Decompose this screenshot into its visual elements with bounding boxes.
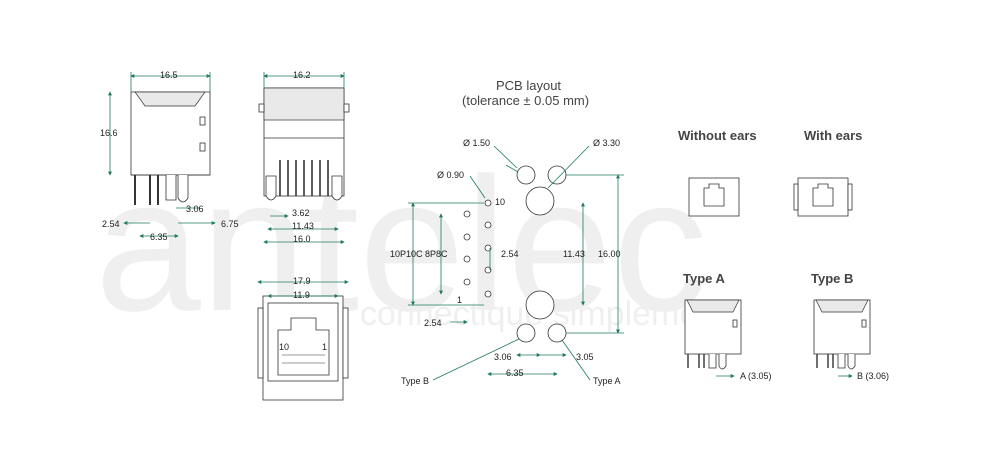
port-flange-left (257, 307, 264, 379)
dim-side-height: 16.6 (100, 128, 118, 138)
pcb-bottom-pitch: 2.54 (424, 318, 442, 328)
pcb-ear-a: 3.06 (494, 352, 512, 362)
dim-front-row: 11.43 (292, 221, 314, 231)
type-b-dim: B (3.06) (857, 371, 889, 381)
pcb-type-a: Type A (593, 376, 621, 386)
dim-side-offset: 3.06 (186, 204, 204, 214)
dim-front-total: 16.0 (293, 234, 311, 244)
dim-port-inner: 11.9 (293, 290, 310, 300)
port-contacts (282, 354, 325, 364)
pcb-height: 16.00 (598, 249, 621, 259)
variant-type-b-label: Type B (811, 271, 853, 286)
pcb-hole-mount-bottom (525, 290, 555, 320)
pcb-row: 11.43 (563, 249, 585, 259)
pcb-pin-first: 10 (495, 197, 505, 207)
variant-with-port (812, 183, 834, 207)
pcb-layout: PCB layout (tolerance ± 0.05 mm) 10 1 Ø … (390, 78, 624, 386)
pcb-hole-large-label: Ø 1.50 (463, 138, 490, 148)
pcb-pin-last: 1 (457, 295, 462, 305)
variants: Without ears With ears Type A Type B A (… (678, 128, 889, 381)
pcb-hole-ear-bl (516, 323, 536, 343)
pcb-tolerance: (tolerance ± 0.05 mm) (462, 93, 589, 108)
type-a-dim: A (3.05) (740, 371, 772, 381)
port-opening (277, 317, 330, 376)
port-pin-last: 1 (322, 342, 327, 352)
pcb-hole-ear-br (547, 323, 567, 343)
front-ear-right (343, 103, 350, 113)
pcb-hole-xl-label: Ø 3.30 (593, 138, 620, 148)
pcb-hole-ear-left (516, 165, 536, 185)
pcb-hole-small-label: Ø 0.90 (437, 170, 464, 180)
dim-side-width: 16.5 (160, 70, 178, 80)
side-view: 16.5 16.6 2.54 6.35 3.06 6.75 (100, 70, 239, 242)
dim-port-outer: 17.9 (293, 276, 311, 286)
variant-without-port (703, 183, 725, 207)
pcb-pin-holes (463, 199, 492, 298)
front-pins (279, 160, 329, 196)
port-view: 10 1 17.9 11.9 (257, 276, 349, 401)
side-latch-2 (199, 142, 206, 152)
port-pin-first: 10 (279, 342, 289, 352)
pcb-title: PCB layout (496, 78, 561, 93)
side-top-face (134, 91, 206, 107)
variant-type-b-drawing: B (3.06) (813, 299, 889, 381)
variant-with-ear-left (793, 183, 799, 211)
variant-type-a-label: Type A (683, 271, 726, 286)
front-post-right (331, 175, 343, 201)
port-flange-right (342, 307, 349, 379)
dim-side-offset-2: 6.75 (221, 219, 239, 229)
variant-type-a-drawing: A (3.05) (684, 299, 772, 381)
pcb-ear-b: 3.05 (576, 352, 594, 362)
front-view: 16.2 3.62 11.43 16.0 (258, 70, 350, 244)
dim-front-width: 16.2 (293, 70, 311, 80)
front-top (263, 87, 345, 121)
pcb-type-b: Type B (401, 376, 429, 386)
side-post (165, 175, 177, 201)
variant-without-label: Without ears (678, 128, 757, 143)
pcb-hole-ear-right (547, 165, 567, 185)
dim-front-pin-spacing: 3.62 (292, 208, 310, 218)
side-post-2 (177, 175, 189, 203)
dim-side-span: 6.35 (150, 232, 168, 242)
pcb-hole-mount-top (525, 186, 555, 216)
side-latch (199, 116, 206, 126)
pcb-ear-span: 6.35 (506, 368, 524, 378)
pcb-pitch: 2.54 (501, 249, 519, 259)
front-post-left (265, 175, 277, 201)
front-ear-left (258, 103, 265, 113)
variant-with-label: With ears (804, 128, 862, 143)
pcb-config: 10P10C 8P8C (390, 249, 448, 259)
dim-side-pitch: 2.54 (102, 219, 120, 229)
variant-with-ear-right (847, 183, 853, 211)
